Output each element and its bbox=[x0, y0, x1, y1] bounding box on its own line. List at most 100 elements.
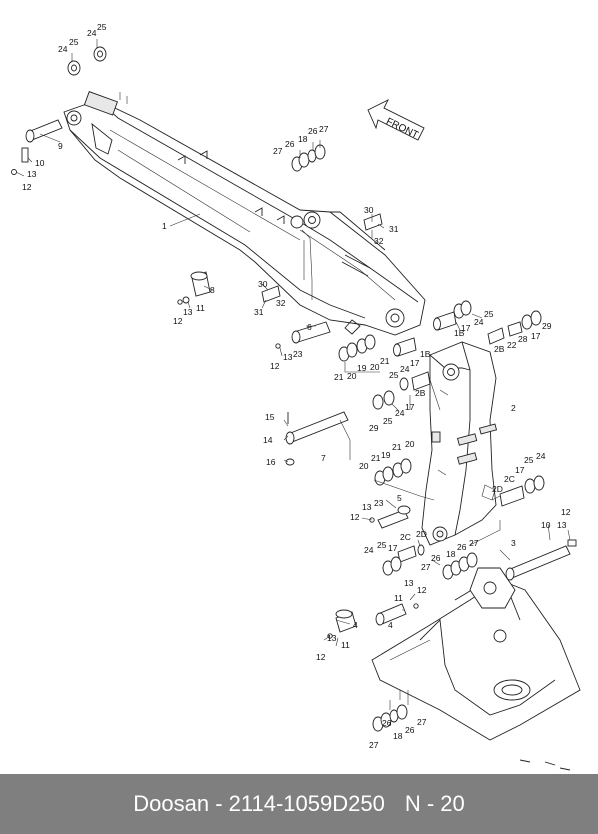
callout-c61: 20 bbox=[405, 439, 415, 449]
callout-c10: 27 bbox=[273, 146, 283, 156]
footer-part-number: Doosan - 2114-1059D250 bbox=[133, 791, 385, 816]
footer-page-ref: N - 20 bbox=[404, 791, 465, 816]
boom-assembly bbox=[421, 341, 498, 546]
callout-c22: 30 bbox=[258, 279, 268, 289]
callout-c96: 26 bbox=[405, 725, 415, 735]
exploded-parts-diagram: FRONT 2425242591013121272618262730313281… bbox=[11, 22, 581, 771]
callout-c89: 4 bbox=[353, 620, 358, 630]
footer-bar: Doosan - 2114-1059D250 N - 20 bbox=[0, 774, 598, 834]
callout-c92: 12 bbox=[316, 652, 326, 662]
callout-c37: 29 bbox=[542, 321, 552, 331]
callout-c46: 25 bbox=[389, 370, 399, 380]
callout-c75: 17 bbox=[388, 543, 398, 553]
callout-c66: 2D bbox=[492, 484, 503, 494]
callout-c88: 4 bbox=[388, 620, 393, 630]
callout-c63: 24 bbox=[536, 451, 546, 461]
callout-c49: 24 bbox=[395, 408, 405, 418]
callout-c70: 12 bbox=[350, 512, 360, 522]
callout-c51: 29 bbox=[369, 423, 379, 433]
callout-c34: 22 bbox=[507, 340, 517, 350]
callout-c27: 23 bbox=[293, 349, 303, 359]
callout-c33: 2B bbox=[494, 344, 505, 354]
callout-c47: 2B bbox=[415, 388, 426, 398]
callout-c65: 2C bbox=[504, 474, 515, 484]
callout-c83: 10 bbox=[541, 520, 551, 530]
callout-c21: 12 bbox=[173, 316, 183, 326]
callout-c39: 17 bbox=[410, 358, 420, 368]
callout-c55: 7 bbox=[321, 453, 326, 463]
callout-c84: 13 bbox=[557, 520, 567, 530]
callout-c85: 13 bbox=[404, 578, 414, 588]
callout-c71: 2D bbox=[416, 529, 427, 539]
callout-c02: 25 bbox=[69, 37, 79, 47]
callout-c64: 17 bbox=[515, 465, 525, 475]
callout-c11: 26 bbox=[285, 139, 295, 149]
callout-c19: 13 bbox=[183, 307, 193, 317]
callout-c04: 25 bbox=[97, 22, 107, 32]
callout-c73: 24 bbox=[364, 545, 374, 555]
callout-c42: 20 bbox=[347, 371, 357, 381]
callout-c97: 27 bbox=[369, 740, 379, 750]
callout-c52: 2 bbox=[511, 403, 516, 413]
callout-c78: 26 bbox=[457, 542, 467, 552]
callout-c14: 27 bbox=[319, 124, 329, 134]
callout-c23: 32 bbox=[276, 298, 286, 308]
callout-c87: 11 bbox=[394, 593, 403, 603]
callout-c05: 9 bbox=[58, 141, 63, 151]
arm-assembly bbox=[63, 91, 426, 336]
callout-c86: 12 bbox=[417, 585, 427, 595]
callout-c26: 13 bbox=[283, 352, 293, 362]
callout-c44: 20 bbox=[370, 362, 380, 372]
callout-c35: 28 bbox=[518, 334, 528, 344]
callout-c45: 21 bbox=[380, 356, 390, 366]
callout-c03: 24 bbox=[87, 28, 97, 38]
callout-c28: 12 bbox=[270, 361, 280, 371]
callout-c38: 1B bbox=[420, 349, 431, 359]
callout-c82: 12 bbox=[561, 507, 571, 517]
callout-c24: 31 bbox=[254, 307, 264, 317]
front-direction-arrow: FRONT bbox=[367, 98, 425, 141]
callout-c80: 27 bbox=[421, 562, 431, 572]
callout-c40: 24 bbox=[400, 364, 410, 374]
callout-c60: 21 bbox=[392, 442, 402, 452]
callout-c41: 21 bbox=[334, 372, 344, 382]
callout-c09: 1 bbox=[162, 221, 167, 231]
callout-c72: 2C bbox=[400, 532, 411, 542]
callout-c57: 20 bbox=[359, 461, 369, 471]
callout-c69: 23 bbox=[374, 498, 384, 508]
callout-c58: 21 bbox=[371, 453, 381, 463]
callout-c25: 6 bbox=[307, 322, 312, 332]
callout-c07: 13 bbox=[27, 169, 37, 179]
callout-c31: 24 bbox=[474, 317, 484, 327]
callout-c18: 8 bbox=[210, 285, 215, 295]
callout-c53: 15 bbox=[265, 412, 275, 422]
callout-c17: 32 bbox=[374, 236, 384, 246]
callout-c94: 26 bbox=[382, 718, 392, 728]
callout-c95: 18 bbox=[393, 731, 403, 741]
callout-c93: 27 bbox=[417, 717, 427, 727]
callout-c81: 3 bbox=[511, 538, 516, 548]
callout-c79: 27 bbox=[469, 538, 479, 548]
callout-c48: 17 bbox=[405, 402, 415, 412]
callout-c30: 17 bbox=[461, 323, 471, 333]
callout-c32: 25 bbox=[484, 309, 494, 319]
callout-c50: 25 bbox=[383, 416, 393, 426]
callout-c08: 12 bbox=[22, 182, 32, 192]
callout-c13: 26 bbox=[308, 126, 318, 136]
callout-c29: 1B bbox=[454, 328, 465, 338]
callout-c36: 17 bbox=[531, 331, 541, 341]
callout-c43: 19 bbox=[357, 363, 367, 373]
callout-c62: 25 bbox=[524, 455, 534, 465]
callout-c77: 18 bbox=[446, 549, 456, 559]
callout-c56: 16 bbox=[266, 457, 276, 467]
callout-c15: 30 bbox=[364, 205, 374, 215]
callout-c12: 18 bbox=[298, 134, 308, 144]
callout-c90: 13 bbox=[327, 633, 337, 643]
callout-c74: 25 bbox=[377, 540, 387, 550]
callout-c67: 5 bbox=[397, 493, 402, 503]
callout-c06: 10 bbox=[35, 158, 45, 168]
callout-c68: 13 bbox=[362, 502, 372, 512]
callout-c54: 14 bbox=[263, 435, 273, 445]
